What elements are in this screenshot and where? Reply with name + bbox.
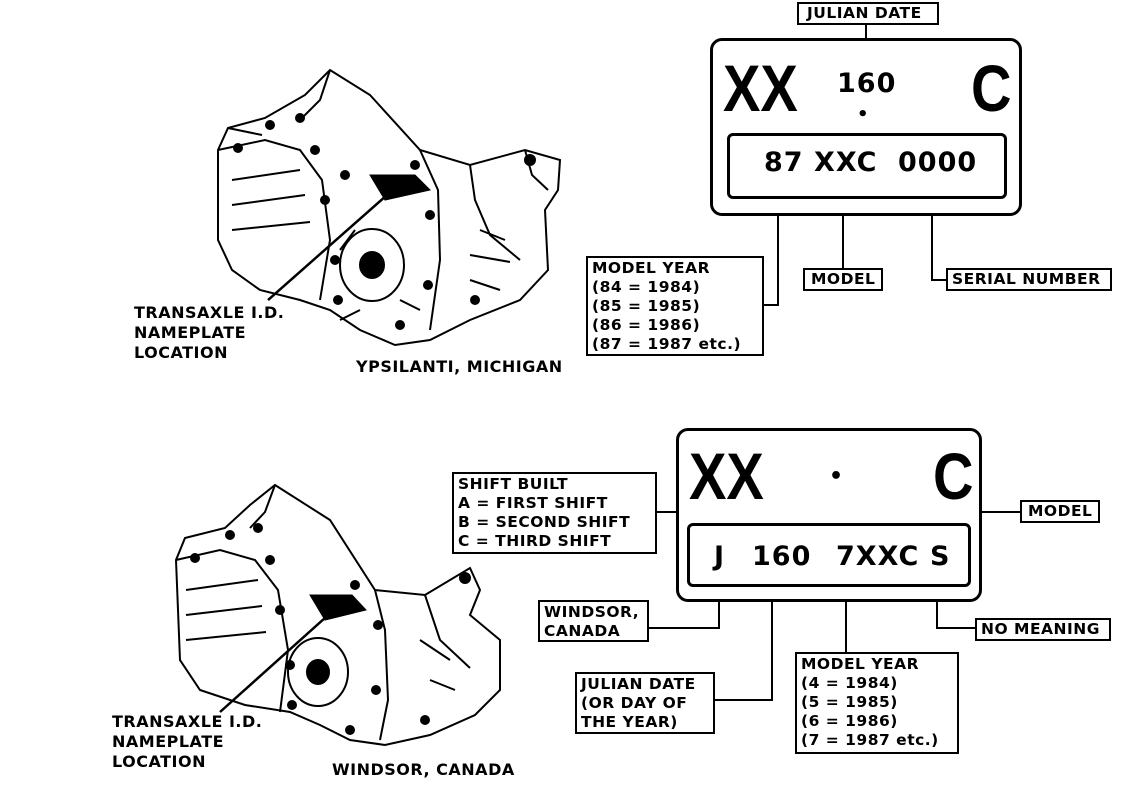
bottom-location-caption: WINDSOR, CANADA <box>332 760 515 779</box>
top-plate-model-code: XXC <box>814 147 878 178</box>
top-nameplate: XX 160 • C 87 XXC 0000 <box>710 38 1022 216</box>
bottom-model-year-line: (4 = 1984) <box>801 674 898 692</box>
shift-built-title: SHIFT BUILT <box>458 475 569 493</box>
top-model-label-box: MODEL <box>803 268 883 291</box>
top-location-caption: YPSILANTI, MICHIGAN <box>356 357 563 376</box>
windsor-canada-line: CANADA <box>544 622 621 640</box>
bottom-plate-julian-code: 160 <box>752 541 812 572</box>
serial-number-label: SERIAL NUMBER <box>952 270 1101 288</box>
top-nameplate-caption-line: TRANSAXLE I.D. <box>134 303 285 322</box>
julian-date-day-line: JULIAN DATE <box>581 675 696 693</box>
windsor-canada-box: WINDSOR, CANADA <box>538 600 649 642</box>
serial-number-label-box: SERIAL NUMBER <box>946 268 1112 291</box>
bottom-model-year-title: MODEL YEAR <box>801 655 920 673</box>
top-plate-year-code: 87 <box>764 147 804 178</box>
top-plate-left-code: XX <box>723 51 798 125</box>
top-model-year-line: (85 = 1985) <box>592 297 701 315</box>
top-plate-inner-frame: 87 XXC 0000 <box>727 133 1007 199</box>
julian-date-label-box: JULIAN DATE <box>797 2 939 25</box>
bottom-plate-dot: • <box>829 464 844 489</box>
windsor-canada-line: WINDSOR, <box>544 603 640 621</box>
bottom-model-label-box: MODEL <box>1020 500 1100 523</box>
top-plate-julian-code: 160 <box>837 68 897 99</box>
julian-date-day-line: (OR DAY OF <box>581 694 688 712</box>
top-model-year-title: MODEL YEAR <box>592 259 711 277</box>
bottom-plate-right-code: C <box>933 439 974 513</box>
bottom-plate-suffix-code: S <box>930 541 951 572</box>
bottom-plate-plant-code: J <box>714 541 726 572</box>
top-model-year-line: (84 = 1984) <box>592 278 701 296</box>
transaxle-illustration-top <box>217 68 562 347</box>
julian-date-day-box: JULIAN DATE (OR DAY OF THE YEAR) <box>575 672 715 734</box>
top-nameplate-caption-line: NAMEPLATE <box>134 323 247 342</box>
top-model-year-line: (87 = 1987 etc.) <box>592 335 742 353</box>
top-plate-serial-code: 0000 <box>898 147 978 178</box>
bottom-nameplate-caption-line: TRANSAXLE I.D. <box>112 712 263 731</box>
top-model-label: MODEL <box>811 270 876 288</box>
bottom-plate-year-model-code: 7XXC <box>836 541 920 572</box>
top-nameplate-caption-line: LOCATION <box>134 343 228 362</box>
julian-date-label: JULIAN DATE <box>807 4 922 22</box>
bottom-model-year-box: MODEL YEAR (4 = 1984) (5 = 1985) (6 = 19… <box>795 652 959 754</box>
bottom-model-year-line: (7 = 1987 etc.) <box>801 731 939 749</box>
top-plate-right-code: C <box>971 51 1012 125</box>
bottom-model-label: MODEL <box>1028 502 1093 520</box>
no-meaning-label: NO MEANING <box>981 620 1100 638</box>
julian-date-day-line: THE YEAR) <box>581 713 678 731</box>
top-model-year-line: (86 = 1986) <box>592 316 701 334</box>
shift-built-line: A = FIRST SHIFT <box>458 494 608 512</box>
bottom-nameplate-caption-line: NAMEPLATE <box>112 732 225 751</box>
shift-built-line: B = SECOND SHIFT <box>458 513 631 531</box>
bottom-nameplate-caption-line: LOCATION <box>112 752 206 771</box>
bottom-plate-left-code: XX <box>689 439 764 513</box>
shift-built-box: SHIFT BUILT A = FIRST SHIFT B = SECOND S… <box>452 472 657 554</box>
bottom-nameplate: XX • C J 160 7XXC S <box>676 428 982 602</box>
no-meaning-label-box: NO MEANING <box>975 618 1111 641</box>
bottom-model-year-line: (6 = 1986) <box>801 712 898 730</box>
top-plate-dot: • <box>857 104 870 125</box>
top-model-year-box: MODEL YEAR (84 = 1984) (85 = 1985) (86 =… <box>586 256 764 356</box>
bottom-plate-inner-frame: J 160 7XXC S <box>687 523 971 587</box>
bottom-model-year-line: (5 = 1985) <box>801 693 898 711</box>
shift-built-line: C = THIRD SHIFT <box>458 532 612 550</box>
